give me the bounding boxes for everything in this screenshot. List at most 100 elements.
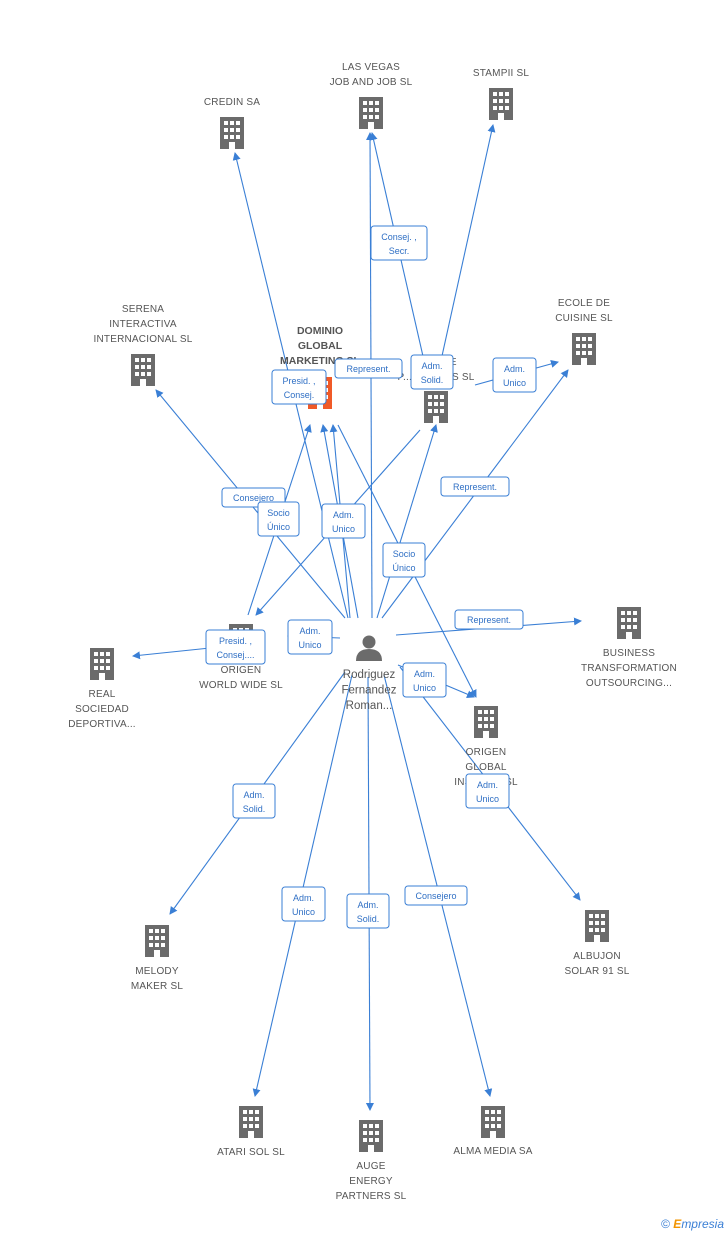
relation-text: Represent. <box>346 364 390 374</box>
company-node-stampii[interactable]: STAMPII SL <box>473 68 530 120</box>
relation-box <box>404 885 468 906</box>
relation-text: Adm.Unico <box>292 893 315 917</box>
relation-label-r9[interactable]: Represent. <box>440 476 510 497</box>
relation-text: Consejero <box>415 891 456 901</box>
relation-text: Represent. <box>467 615 511 625</box>
company-node-atari[interactable]: ATARI SOL SL <box>217 1106 285 1158</box>
brand-initial: E <box>673 1217 682 1231</box>
company-label-alma: ALMA MEDIA SA <box>453 1146 532 1157</box>
relation-box <box>492 357 537 393</box>
company-node-credin[interactable]: CREDIN SA <box>204 97 260 149</box>
building-icon <box>220 117 244 149</box>
building-icon <box>359 1120 383 1152</box>
relation-label-r4[interactable]: Adm.Unico <box>492 357 537 393</box>
building-icon <box>145 925 169 957</box>
relation-label-r2[interactable]: Represent. <box>334 358 403 379</box>
relation-label-r15[interactable]: Adm.Unico <box>465 773 510 809</box>
relation-label-r19[interactable]: Consejero <box>404 885 468 906</box>
relation-box <box>321 503 366 539</box>
brand-name: mpresia <box>681 1217 724 1231</box>
relation-edge <box>376 424 438 619</box>
relation-box <box>440 476 510 497</box>
relation-text: Presid. ,Consej. <box>282 376 315 400</box>
building-icon <box>572 333 596 365</box>
relation-box <box>465 773 510 809</box>
building-icon <box>131 354 155 386</box>
relation-box <box>205 629 266 665</box>
relation-edge <box>252 674 353 1097</box>
relation-box <box>382 542 426 578</box>
company-label-atari: ATARI SOL SL <box>217 1147 285 1158</box>
relation-label-r14[interactable]: Adm.Unico <box>402 662 447 698</box>
relation-edge <box>132 647 211 660</box>
relation-label-r18[interactable]: Adm.Solid. <box>346 893 390 929</box>
relation-text: Presid. ,Consej.... <box>216 636 254 660</box>
copyright-symbol: © <box>661 1217 670 1231</box>
company-label-credin: CREDIN SA <box>204 97 260 108</box>
building-icon <box>359 97 383 129</box>
relation-label-r5[interactable]: Presid. ,Consej. <box>271 369 327 405</box>
relation-label-r3[interactable]: Adm.Solid. <box>410 354 454 390</box>
relation-text: Consej. ,Secr. <box>381 232 417 256</box>
relation-box <box>257 501 300 537</box>
building-icon <box>90 648 114 680</box>
relation-text: Adm.Solid. <box>243 790 266 814</box>
building-icon <box>489 88 513 120</box>
building-icon <box>617 607 641 639</box>
relation-label-r8[interactable]: Adm.Unico <box>321 503 366 539</box>
relation-label-r12[interactable]: Presid. ,Consej.... <box>205 629 266 665</box>
relation-label-r13[interactable]: Represent. <box>454 609 524 630</box>
relation-box <box>271 369 327 405</box>
person-icon <box>356 635 382 661</box>
building-icon <box>481 1106 505 1138</box>
relation-box <box>370 225 428 261</box>
relation-label-r1[interactable]: Consej. ,Secr. <box>370 225 428 261</box>
relation-label-r11[interactable]: Adm.Unico <box>287 619 333 655</box>
relation-label-r16[interactable]: Adm.Solid. <box>232 783 276 819</box>
building-icon <box>474 706 498 738</box>
relation-box <box>334 358 403 379</box>
relation-text: Adm.Solid. <box>421 361 444 385</box>
relation-text: Adm.Unico <box>476 780 499 804</box>
relation-box <box>281 886 326 922</box>
footer-brand[interactable]: © Empresia <box>661 1217 724 1231</box>
company-label-stampii: STAMPII SL <box>473 68 530 79</box>
relation-box <box>232 783 276 819</box>
relation-text: Represent. <box>453 482 497 492</box>
relation-text: Adm.Unico <box>332 510 355 534</box>
relation-box <box>346 893 390 929</box>
relation-labels-layer: Consej. ,Secr. Represent. Adm.Solid. Adm.Un… <box>205 225 537 929</box>
relation-text: Adm.Unico <box>413 669 436 693</box>
relation-box <box>287 619 333 655</box>
relation-text: Adm.Unico <box>298 626 321 650</box>
building-icon <box>239 1106 263 1138</box>
relation-box <box>402 662 447 698</box>
company-node-alma[interactable]: ALMA MEDIA SA <box>453 1106 533 1157</box>
relation-text: Adm.Solid. <box>357 900 380 924</box>
relation-label-r17[interactable]: Adm.Unico <box>281 886 326 922</box>
